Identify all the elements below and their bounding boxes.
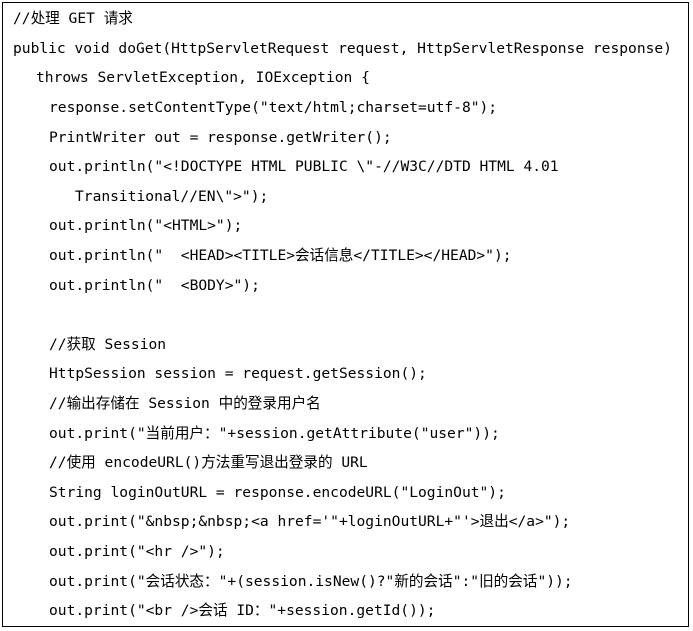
code-line-doctype-continuation: Transitional//EN\">"); <box>75 188 269 205</box>
code-line-comment-get-session: //获取 Session <box>49 336 167 353</box>
code-line-get-writer: PrintWriter out = response.getWriter(); <box>49 129 392 146</box>
code-line-println-doctype: out.println("<!DOCTYPE HTML PUBLIC \"-//… <box>49 158 559 175</box>
code-line-print-session-state: out.print("会话状态："+(session.isNew()?"新的会话… <box>49 573 573 590</box>
code-line-print-session-id: out.print("<br />会话 ID："+session.getId()… <box>49 602 436 619</box>
code-line-comment-handle-get: //处理 GET 请求 <box>13 10 133 27</box>
code-line-method-signature: public void doGet(HttpServletRequest req… <box>13 40 672 57</box>
code-line-print-logout-link: out.print("&nbsp;&nbsp;<a href='"+loginO… <box>49 513 571 530</box>
code-line-println-html: out.println("<HTML>"); <box>49 217 243 234</box>
code-line-encode-url: String loginOutURL = response.encodeURL(… <box>49 484 506 501</box>
code-line-println-body: out.println(" <BODY>"); <box>49 277 260 294</box>
code-line-throws-clause: throws ServletException, IOException { <box>36 69 370 86</box>
code-line-set-content-type: response.setContentType("text/html;chars… <box>49 99 498 116</box>
code-line-println-head: out.println(" <HEAD><TITLE>会话信息</TITLE><… <box>49 247 512 264</box>
code-line-comment-output-user: //输出存储在 Session 中的登录用户名 <box>49 395 321 412</box>
code-line-print-hr: out.print("<hr />"); <box>49 543 225 560</box>
code-line-print-current-user: out.print("当前用户："+session.getAttribute("… <box>49 425 500 442</box>
code-line-get-session: HttpSession session = request.getSession… <box>49 365 427 382</box>
code-line-comment-encode-url: //使用 encodeURL()方法重写退出登录的 URL <box>49 454 368 471</box>
